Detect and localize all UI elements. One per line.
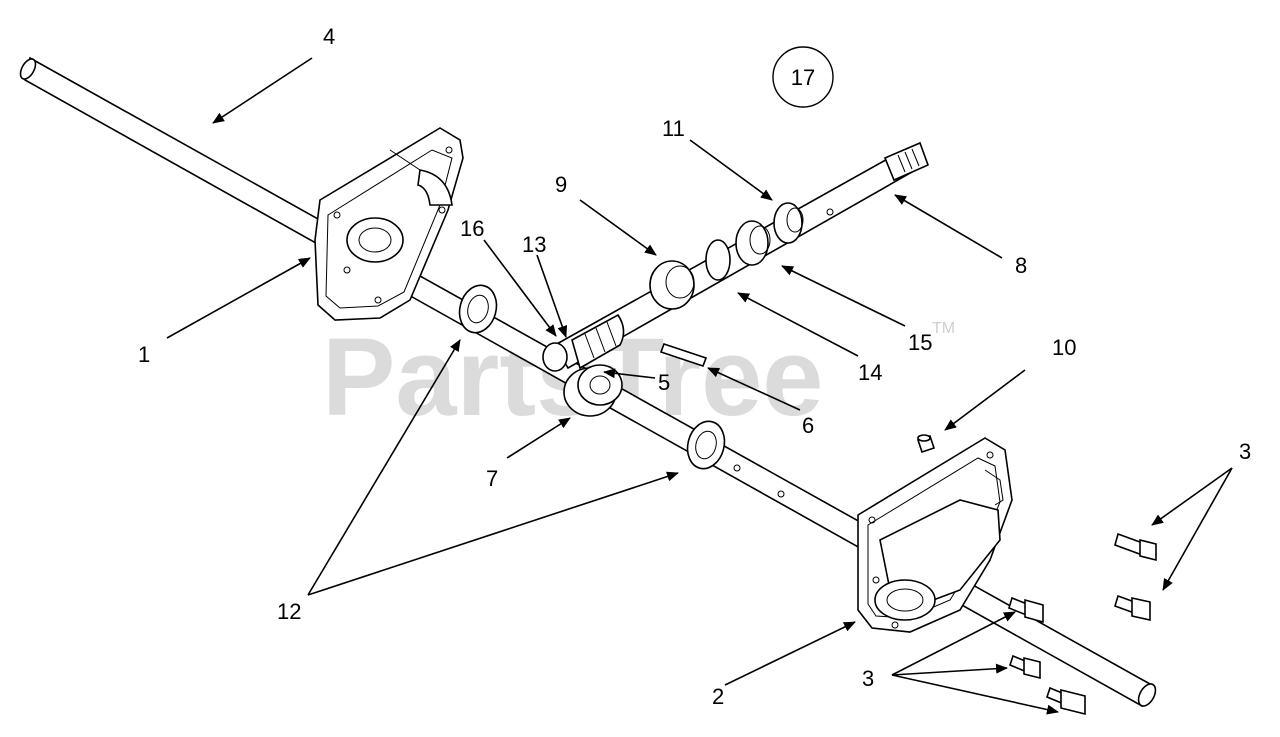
- hex-bolt-1: [1114, 532, 1157, 562]
- callout-11: 11: [662, 116, 685, 141]
- callout-1: 1: [138, 342, 150, 367]
- callout-8: 8: [1015, 253, 1027, 278]
- callout-3-upper: 3: [1239, 439, 1251, 464]
- hex-bolt-5: [1046, 686, 1086, 716]
- callout-12: 12: [277, 599, 301, 624]
- group-number: 17: [791, 65, 815, 90]
- right-housing: [857, 437, 1013, 633]
- callout-4: 4: [323, 24, 335, 49]
- roll-pin: [659, 342, 708, 368]
- leader-lines: [166, 57, 1233, 715]
- callout-5: 5: [658, 370, 670, 395]
- worm-gear: [563, 364, 623, 417]
- bearing-11: [773, 202, 804, 244]
- callout-14: 14: [858, 360, 882, 385]
- group-number-badge: 17: [772, 46, 834, 108]
- callout-13: 13: [522, 232, 546, 257]
- bearing-15: [735, 220, 771, 266]
- callout-15: 15: [908, 330, 932, 355]
- hex-bolt-3: [1008, 596, 1044, 624]
- callout-7: 7: [486, 466, 498, 491]
- callout-2: 2: [712, 684, 724, 709]
- grease-fitting: [916, 434, 936, 454]
- thrust-washer-left: [458, 284, 498, 334]
- callout-16: 16: [460, 216, 484, 241]
- hex-bolt-2: [1114, 594, 1151, 621]
- left-housing-plate: [314, 127, 464, 321]
- trademark: TM: [932, 320, 955, 337]
- thrust-washer-right: [686, 420, 726, 470]
- worm-shaft: [542, 141, 930, 372]
- hex-bolt-4: [1009, 654, 1041, 680]
- bearing-9: [649, 260, 695, 310]
- callout-3-lower: 3: [862, 666, 874, 691]
- spacer-14: [705, 239, 731, 281]
- callout-10: 10: [1052, 335, 1076, 360]
- callout-6: 6: [802, 413, 814, 438]
- callout-9: 9: [555, 172, 567, 197]
